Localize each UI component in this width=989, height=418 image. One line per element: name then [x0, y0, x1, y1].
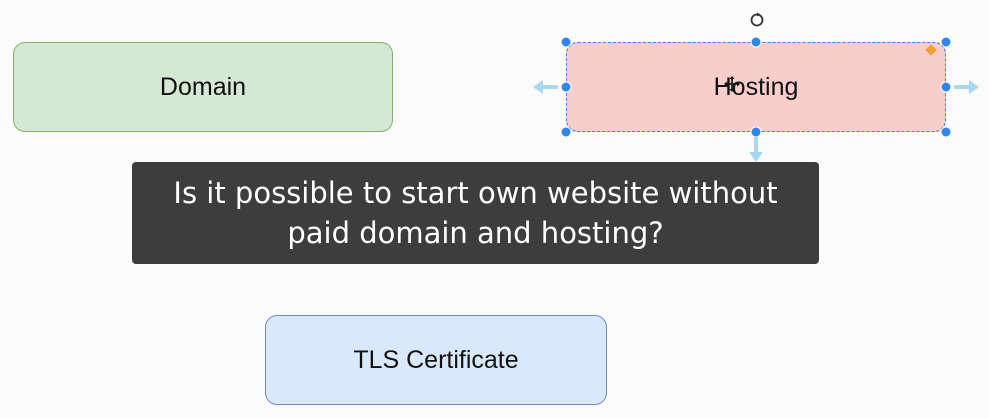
resize-handle-top-right[interactable] — [940, 36, 952, 48]
rotate-icon[interactable] — [748, 10, 766, 28]
tls-certificate-node-label: TLS Certificate — [353, 345, 519, 374]
caption-line-1: Is it possible to start own website with… — [173, 176, 778, 210]
hosting-node-label: Hosting — [713, 72, 799, 101]
domain-node[interactable]: Domain — [13, 42, 393, 132]
caption-line-2: paid domain and hosting? — [287, 216, 664, 250]
resize-handle-right[interactable] — [940, 81, 952, 93]
resize-handle-left[interactable] — [560, 81, 572, 93]
resize-handle-top-left[interactable] — [560, 36, 572, 48]
resize-handle-top[interactable] — [750, 36, 762, 48]
move-cursor-icon — [724, 76, 740, 92]
resize-handle-bottom-left[interactable] — [560, 126, 572, 138]
video-caption: Is it possible to start own website with… — [132, 162, 819, 264]
tls-certificate-node[interactable]: TLS Certificate — [265, 315, 607, 405]
domain-node-label: Domain — [159, 72, 247, 101]
connect-right-arrow-icon[interactable] — [952, 78, 980, 96]
resize-handle-bottom-right[interactable] — [940, 126, 952, 138]
connect-down-arrow-icon[interactable] — [747, 136, 765, 162]
connect-left-arrow-icon[interactable] — [532, 78, 560, 96]
hosting-node[interactable]: Hosting — [566, 42, 946, 132]
